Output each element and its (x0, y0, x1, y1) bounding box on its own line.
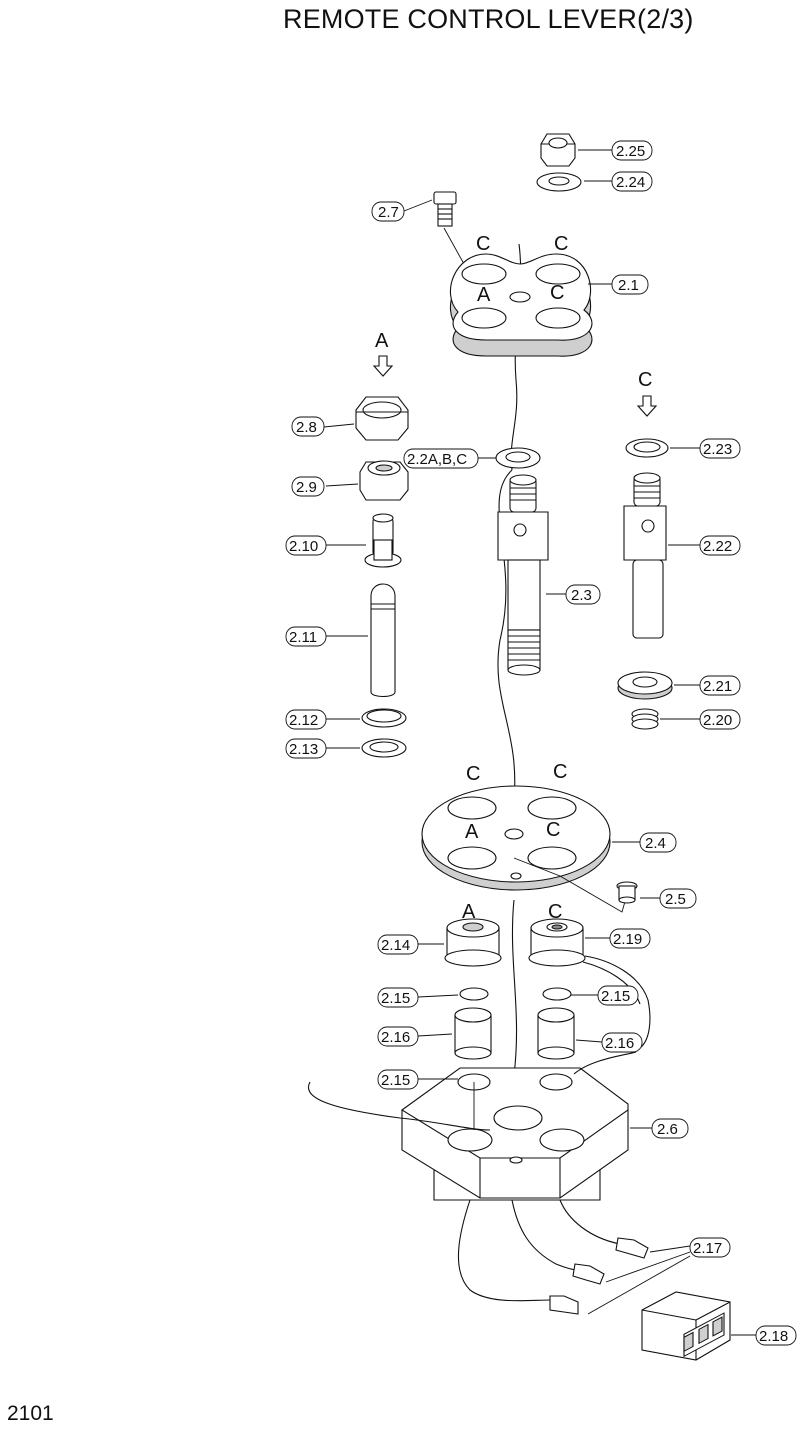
callout-2-1: 2.1 (611, 274, 649, 295)
pin-part-2-5 (616, 881, 638, 904)
svg-text:2.5: 2.5 (665, 891, 686, 908)
port-label: C (550, 282, 564, 304)
sleeve-part-2-16 (454, 1007, 575, 1060)
port-label: A (477, 284, 491, 306)
callout-2-22: 2.22 (699, 535, 741, 556)
callout-2-8: 2.8 (291, 416, 325, 437)
view-c-arrow: C (636, 369, 658, 417)
push-rod-part-2-22 (623, 472, 667, 639)
callout-2-25: 2.25 (611, 140, 653, 161)
base-housing-part-2-6 (307, 1051, 637, 1201)
nut-part-2-25 (540, 133, 576, 167)
callout-2-23: 2.23 (699, 438, 741, 459)
snap-ring-part-2-23 (625, 438, 669, 458)
callout-2-20: 2.20 (699, 709, 741, 730)
port-label: C (546, 819, 560, 841)
svg-text:2.16: 2.16 (605, 1035, 634, 1052)
port-label: C (554, 233, 568, 255)
svg-text:2.16: 2.16 (381, 1029, 410, 1046)
port-label: C (548, 901, 562, 923)
callout-2-15-lower: 2.15 (377, 1069, 419, 1090)
svg-text:2.3: 2.3 (571, 587, 592, 604)
svg-text:2.13: 2.13 (289, 741, 318, 758)
port-label: C (466, 763, 480, 785)
svg-text:2.11: 2.11 (289, 629, 317, 646)
svg-text:2.15: 2.15 (601, 988, 630, 1005)
svg-text:2.4: 2.4 (645, 835, 666, 852)
wire-harness-part-2-17 (457, 1199, 691, 1315)
callout-2-21: 2.21 (699, 675, 741, 696)
svg-text:2.14: 2.14 (381, 937, 410, 954)
callout-2-10: 2.10 (285, 535, 327, 556)
o-ring-part-2-12 (361, 708, 407, 728)
washer-part-2-24 (536, 172, 582, 192)
callout-2-18: 2.18 (755, 1325, 797, 1346)
callout-2-6: 2.6 (651, 1118, 689, 1139)
callout-2-15-left: 2.15 (377, 987, 419, 1008)
svg-text:2.2A,B,C: 2.2A,B,C (407, 451, 467, 468)
bushing-part-2-10 (364, 513, 402, 568)
view-a-arrow: A (372, 330, 394, 377)
view-a-label: A (375, 330, 389, 352)
view-c-label: C (638, 369, 652, 391)
svg-text:2.21: 2.21 (703, 678, 732, 695)
svg-text:2.23: 2.23 (703, 441, 732, 458)
ring-part-2-15 (459, 987, 572, 1001)
svg-text:2.12: 2.12 (289, 712, 318, 729)
svg-text:2.9: 2.9 (296, 479, 317, 496)
callout-2-16-left: 2.16 (377, 1026, 419, 1047)
washer-part-2-2 (495, 447, 541, 469)
hex-nut-part-2-8 (355, 396, 409, 441)
rod-part-2-11 (370, 583, 396, 698)
port-label: A (462, 901, 476, 923)
callout-2-11: 2.11 (285, 626, 327, 647)
svg-text:2.22: 2.22 (703, 538, 732, 555)
page-title: REMOTE CONTROL LEVER(2/3) (283, 4, 694, 34)
svg-text:2.10: 2.10 (289, 538, 318, 555)
callout-labels: 2.25 2.24 2.7 2.1 2.8 2.2A,B,C 2.9 2.10 … (285, 140, 797, 1346)
nut-part-2-9 (359, 460, 409, 501)
spring-part-2-20 (631, 708, 659, 730)
callout-2-2abc: 2.2A,B,C (403, 448, 479, 469)
callout-2-15-right: 2.15 (597, 985, 639, 1006)
callout-2-7: 2.7 (371, 201, 405, 222)
top-plate-part-2-1: C C A C (449, 233, 593, 357)
callout-2-19: 2.19 (609, 928, 651, 949)
svg-text:2.1: 2.1 (618, 277, 639, 294)
callout-2-12: 2.12 (285, 709, 327, 730)
port-label: C (476, 233, 490, 255)
svg-text:2.20: 2.20 (703, 712, 732, 729)
port-label: A (465, 821, 479, 843)
connector-part-2-18 (641, 1291, 731, 1361)
svg-text:2.15: 2.15 (381, 1072, 410, 1089)
svg-text:2.6: 2.6 (657, 1121, 678, 1138)
middle-plate-part-2-4: C C A C (421, 761, 627, 913)
svg-text:2.15: 2.15 (381, 990, 410, 1007)
callout-2-4: 2.4 (639, 832, 677, 853)
washer-part-2-21 (617, 671, 673, 700)
callout-2-14: 2.14 (377, 934, 419, 955)
snap-ring-part-2-13 (361, 738, 407, 758)
svg-text:2.7: 2.7 (378, 204, 399, 221)
svg-text:2.25: 2.25 (616, 143, 645, 160)
port-label: C (553, 761, 567, 783)
callout-2-24: 2.24 (611, 171, 653, 192)
callout-2-3: 2.3 (565, 584, 601, 605)
svg-text:2.24: 2.24 (616, 174, 645, 191)
callout-2-13: 2.13 (285, 738, 327, 759)
leader-lines (323, 149, 756, 1336)
callout-2-5: 2.5 (659, 888, 697, 909)
page-number: 2101 (7, 1402, 54, 1425)
callout-2-16-right: 2.16 (601, 1032, 643, 1053)
callout-2-17: 2.17 (689, 1237, 731, 1258)
svg-text:2.17: 2.17 (693, 1240, 722, 1257)
push-rod-part-2-3 (497, 474, 549, 676)
svg-text:2.8: 2.8 (296, 419, 317, 436)
callout-2-9: 2.9 (291, 476, 325, 497)
svg-text:2.18: 2.18 (759, 1328, 788, 1345)
svg-text:2.19: 2.19 (613, 931, 642, 948)
cap-part-2-19: C (528, 901, 651, 1049)
cap-part-2-14: A (444, 901, 502, 967)
